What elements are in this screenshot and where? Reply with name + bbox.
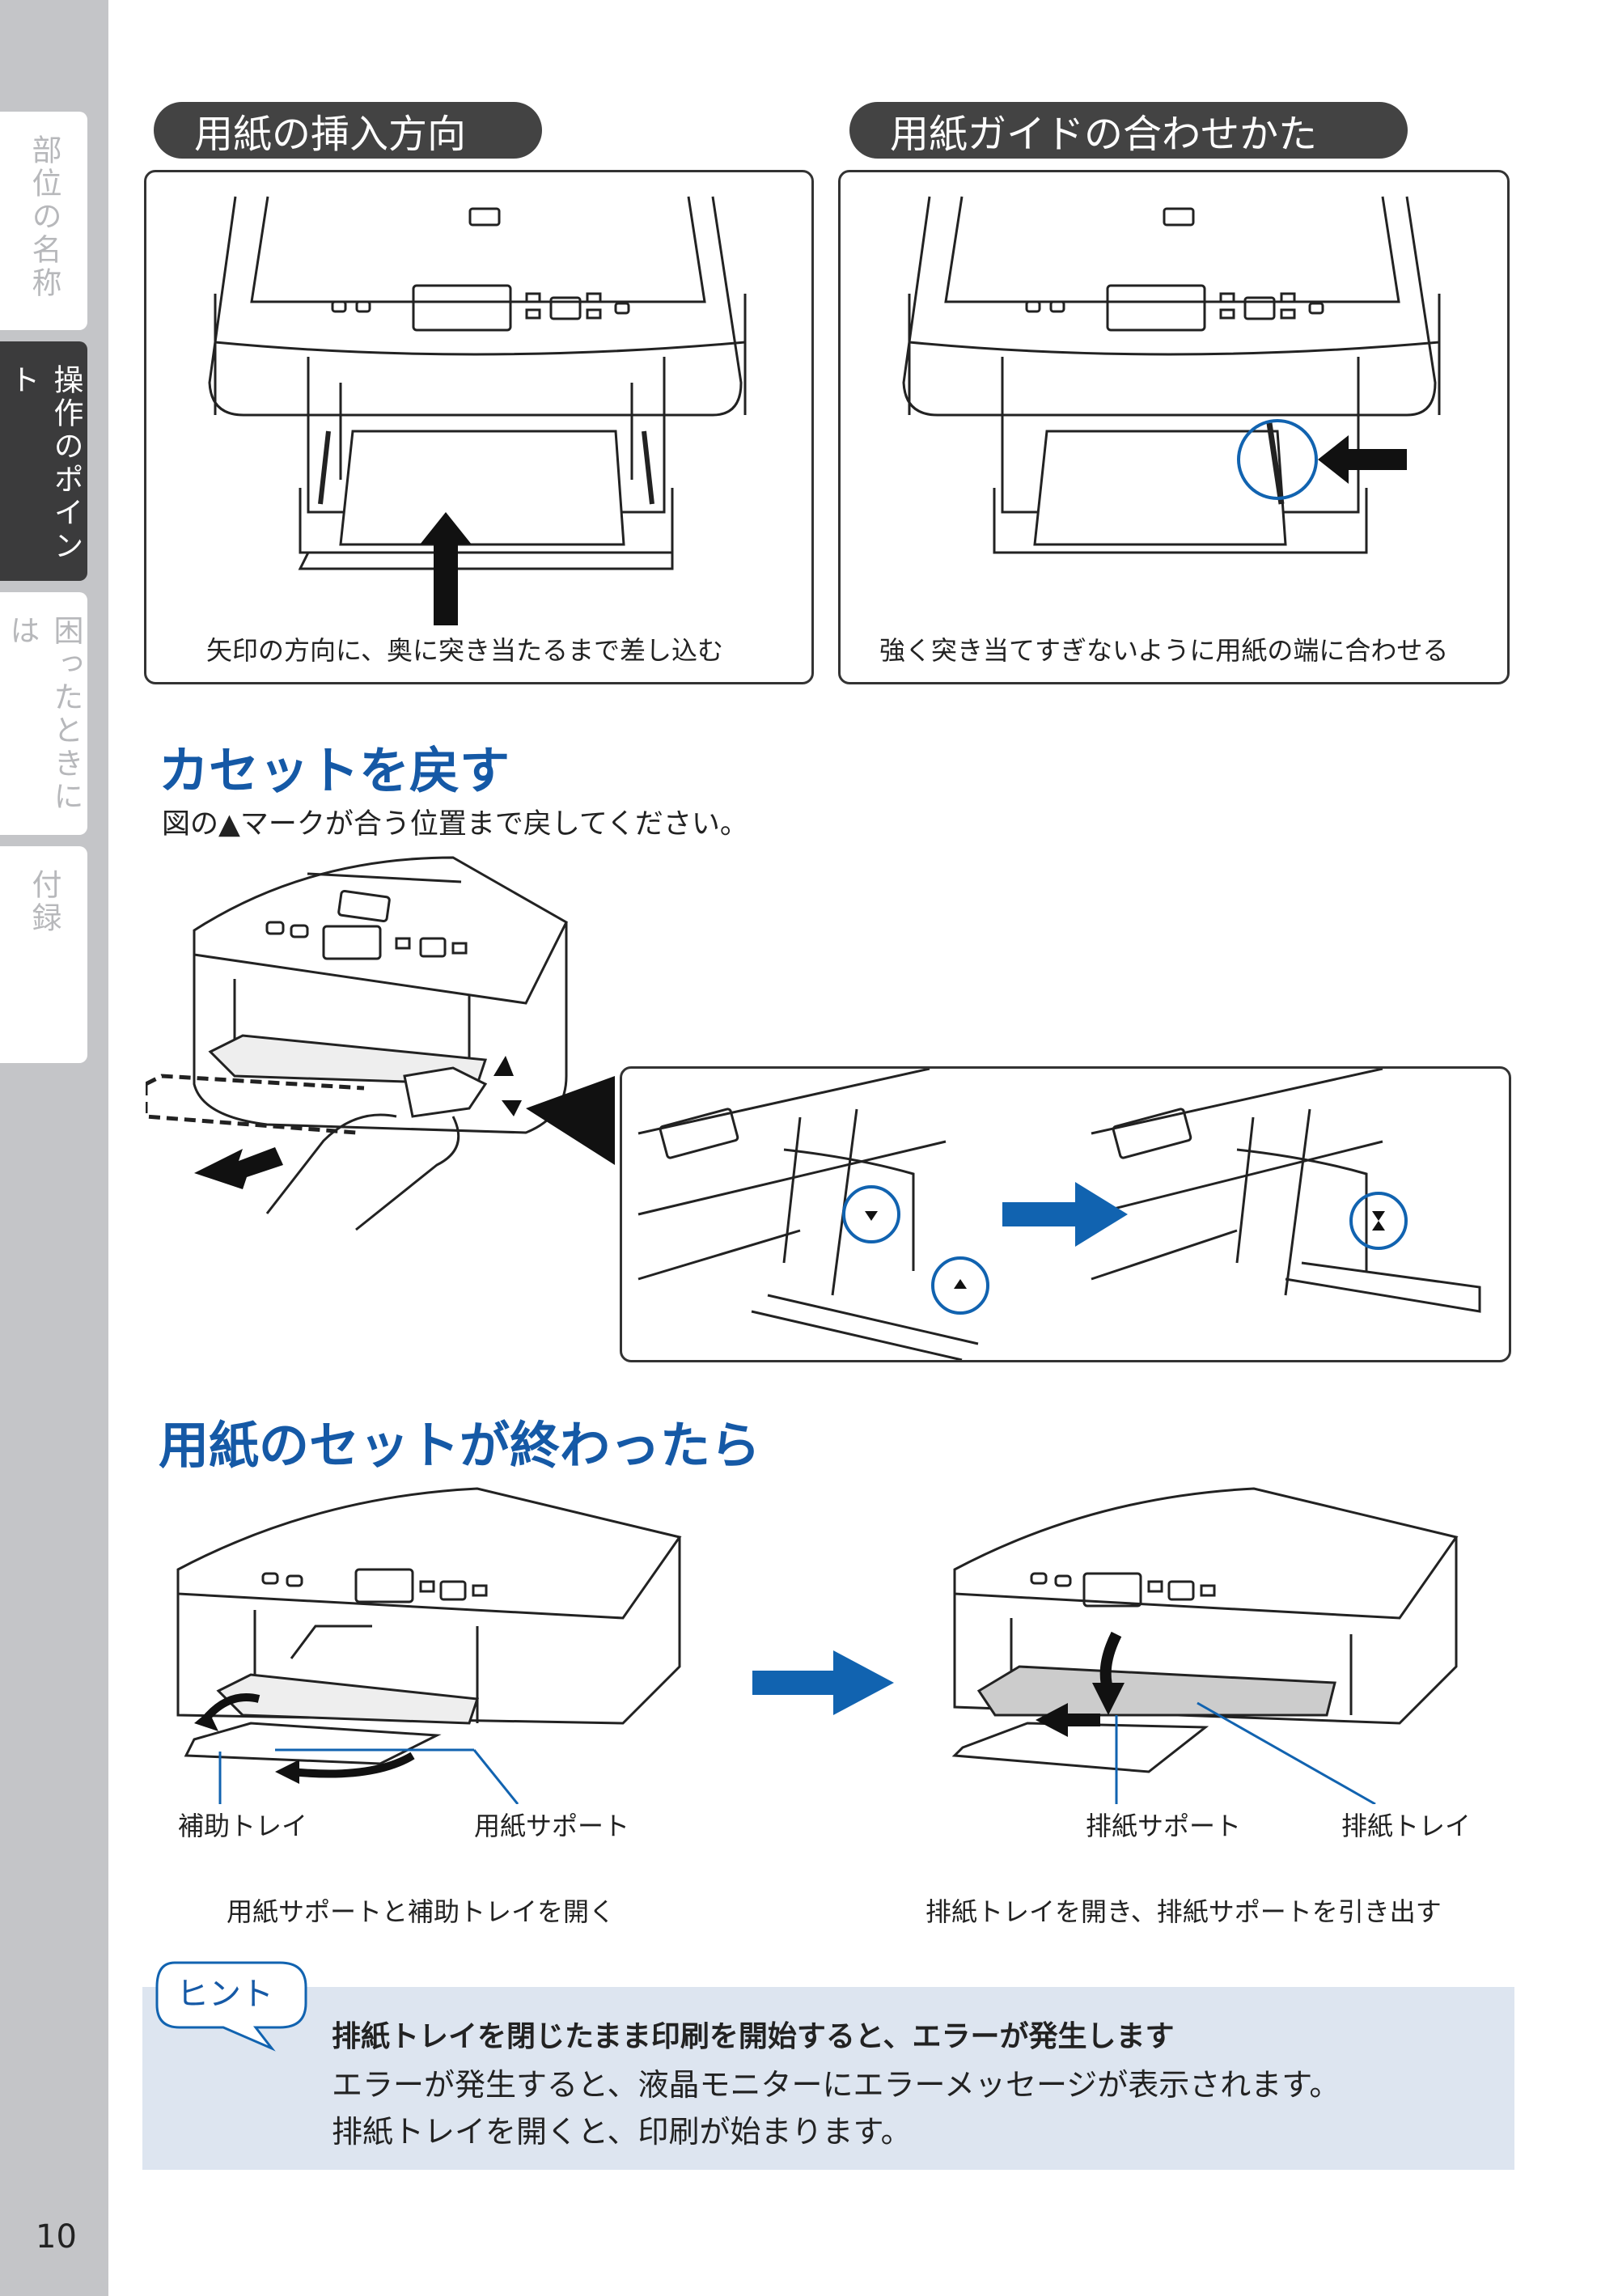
tab-part-names[interactable]: 部位の名称: [0, 112, 87, 330]
hint-line-1: エラーが発生すると、液晶モニターにエラーメッセージが表示されます。: [332, 2067, 1341, 2103]
printer-front-illustration: [208, 196, 747, 625]
sidebar-nav: 部位の名称 操作のポイント 困ったときには 付録: [0, 0, 108, 2296]
section-title-paper-guide: 用紙ガイドの合わせかた: [849, 102, 1408, 159]
paper-guide-caption: 強く突き当てすぎないように用紙の端に合わせる: [879, 635, 1449, 666]
cassette-return-illustration: [146, 856, 615, 1231]
tab-label: 部位の名称: [27, 134, 61, 300]
open-output-tray-illustration: [951, 1487, 1459, 1804]
tab-label: 操作のポイント: [5, 364, 83, 563]
open-support-illustration: [176, 1487, 682, 1804]
page-number: 10: [36, 2218, 77, 2256]
paper-direction-panel: 矢印の方向に、奥に突き当たるまで差し込む: [144, 170, 814, 684]
output-support-label: 排紙サポート: [1086, 1811, 1242, 1841]
tab-label: 付録: [27, 869, 61, 935]
hint-badge-label: ヒント: [176, 1976, 273, 2013]
section-title-paper-direction: 用紙の挿入方向: [154, 102, 542, 159]
paper-guide-panel: 強く突き当てすぎないように用紙の端に合わせる: [838, 170, 1510, 684]
hint-line-2: 排紙トレイを開くと、印刷が始まります。: [332, 2114, 912, 2150]
printer-guide-illustration: [902, 196, 1441, 554]
cassette-alignment-detail: [637, 1069, 1481, 1360]
tab-operation-points[interactable]: 操作のポイント: [0, 341, 87, 581]
cassette-detail-panel: [620, 1066, 1511, 1362]
hint-bubble-icon: [155, 1961, 307, 2052]
output-tray-label: 排紙トレイ: [1341, 1811, 1472, 1841]
tab-label: 困ったときには: [5, 615, 83, 814]
tab-troubleshooting[interactable]: 困ったときには: [0, 592, 87, 835]
left-step-caption: 用紙サポートと補助トレイを開く: [227, 1896, 616, 1927]
tab-appendix[interactable]: 付録: [0, 846, 87, 1063]
aux-tray-label: 補助トレイ: [178, 1811, 308, 1841]
right-arrow-icon: [752, 1650, 894, 1715]
after-setting-heading: 用紙のセットが終わったら: [159, 1416, 761, 1475]
paper-direction-caption: 矢印の方向に、奥に突き当たるまで差し込む: [206, 635, 724, 666]
hint-box: [142, 1987, 1514, 2170]
paper-support-label: 用紙サポート: [474, 1811, 630, 1841]
cassette-heading: カセットを戻す: [159, 741, 510, 800]
right-step-caption: 排紙トレイを開き、排紙サポートを引き出す: [925, 1896, 1442, 1927]
hint-title: 排紙トレイを閉じたまま印刷を開始すると、エラーが発生します: [332, 2020, 1175, 2053]
cassette-instruction: 図の▲マークが合う位置まで戻してください。: [162, 808, 748, 841]
